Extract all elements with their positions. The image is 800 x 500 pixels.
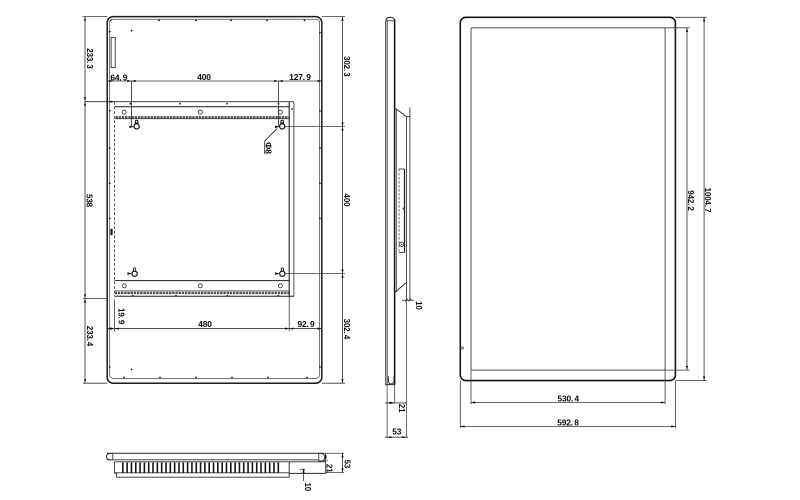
svg-text:53: 53	[342, 460, 351, 469]
svg-text:64. 9: 64. 9	[110, 72, 127, 82]
svg-text:233. 4: 233. 4	[85, 326, 94, 347]
svg-text:400: 400	[342, 194, 351, 208]
svg-text:302. 3: 302. 3	[342, 56, 351, 77]
svg-text:480: 480	[198, 319, 212, 329]
svg-text:10: 10	[414, 301, 423, 310]
svg-text:19. 9: 19. 9	[116, 308, 125, 325]
svg-text:302. 4: 302. 4	[342, 319, 351, 340]
svg-text:21: 21	[325, 464, 334, 473]
svg-text:530. 4: 530. 4	[557, 393, 579, 403]
svg-text:592. 8: 592. 8	[557, 418, 579, 428]
svg-text:400: 400	[197, 72, 211, 82]
svg-text:92. 9: 92. 9	[298, 319, 315, 329]
svg-text:Φ8: Φ8	[264, 142, 274, 154]
svg-text:233. 3: 233. 3	[85, 48, 94, 69]
svg-text:21: 21	[397, 404, 406, 413]
svg-text:10: 10	[303, 482, 312, 491]
svg-text:942. 2: 942. 2	[686, 190, 695, 211]
svg-text:127. 9: 127. 9	[289, 72, 311, 82]
svg-text:53: 53	[392, 427, 402, 437]
svg-text:1004. 7: 1004. 7	[703, 188, 712, 213]
svg-text:538: 538	[85, 194, 94, 208]
